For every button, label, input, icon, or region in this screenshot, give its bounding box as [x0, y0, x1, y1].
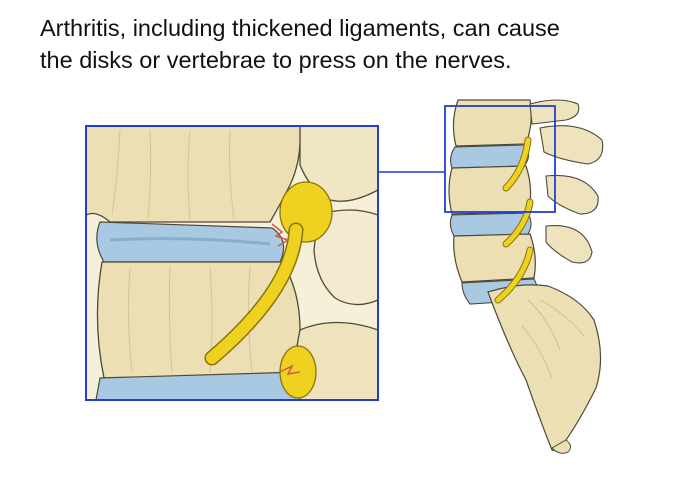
sacrum: [487, 284, 602, 451]
upper-vertebra: [86, 126, 301, 223]
facet-joint: [313, 209, 378, 306]
magnified-view: [86, 126, 378, 400]
compression-site: [271, 223, 290, 247]
process-2: [539, 125, 604, 165]
coccyx: [551, 439, 572, 454]
lower-disk: [95, 371, 301, 400]
nerve-ganglion: [279, 181, 333, 243]
magnified-view-frame: [85, 125, 379, 401]
process-3: [545, 174, 599, 215]
lumbar-spine: [448, 99, 604, 454]
highlight-box: [444, 105, 556, 213]
vertebra-3: [453, 233, 536, 283]
disk-1: [449, 144, 530, 169]
caption-line-1: Arthritis, including thickened ligaments…: [40, 15, 560, 41]
caption: Arthritis, including thickened ligaments…: [40, 12, 680, 76]
lower-compression-site: [279, 364, 301, 375]
caption-line-2: the disks or vertebrae to press on the n…: [40, 47, 512, 73]
lower-vertebra: [96, 261, 301, 379]
process-4: [545, 224, 593, 264]
